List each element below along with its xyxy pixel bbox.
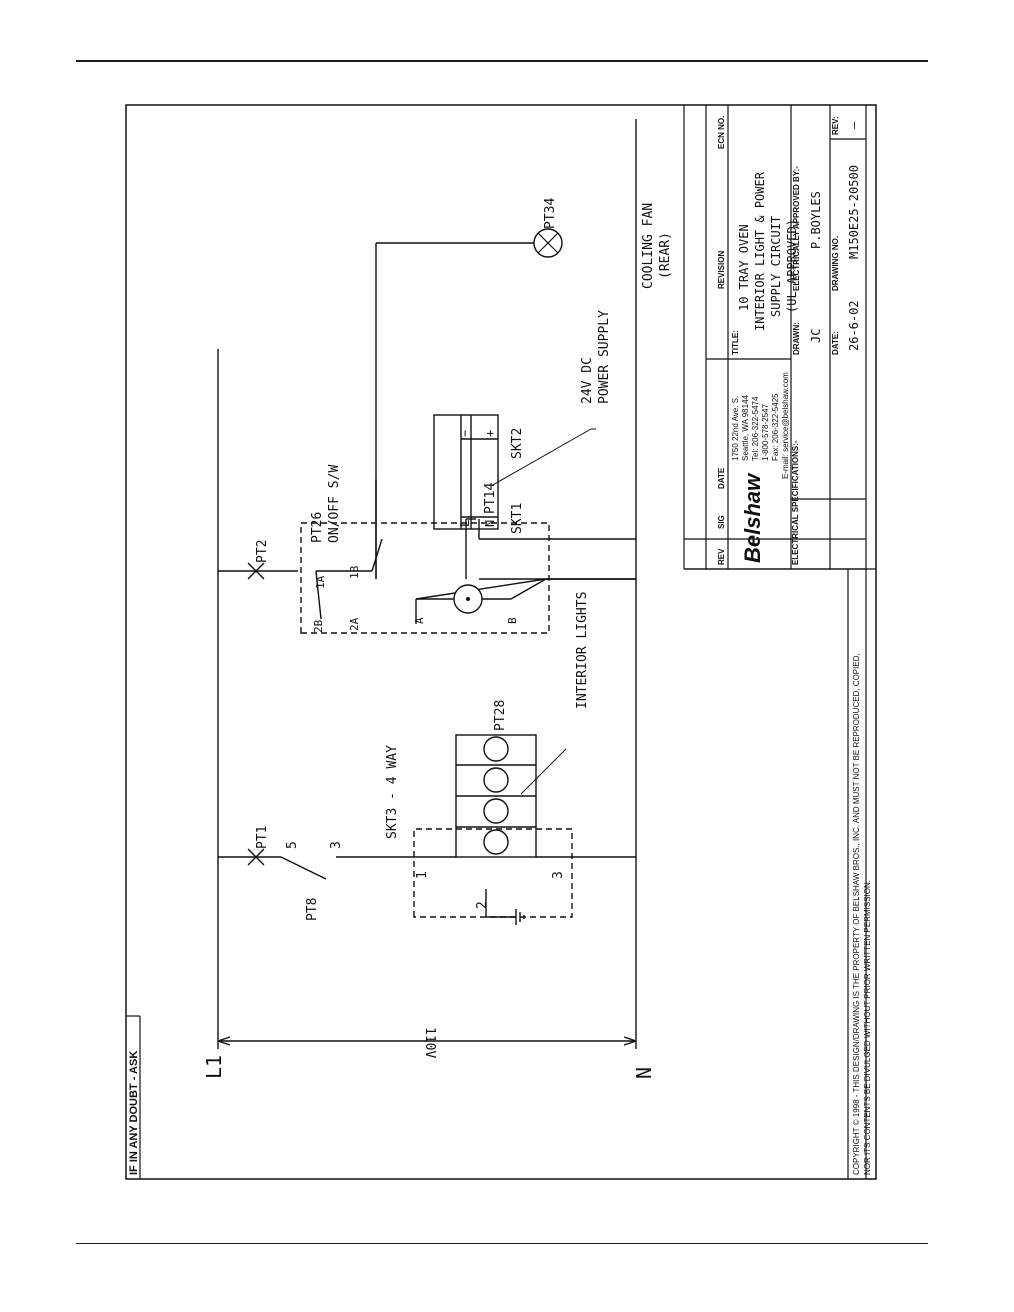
- label-interior-lights: INTERIOR LIGHTS: [575, 592, 590, 709]
- schematic-labels: L1 N 110V PT1 PT2 PT8 5 3 SKT3 - 4 WAY 1…: [202, 198, 673, 1079]
- lamp-1: [483, 829, 509, 855]
- label-pt2: PT2: [255, 540, 270, 563]
- label-sw-1b: 1B: [348, 565, 361, 579]
- label-pt8: PT8: [305, 898, 320, 921]
- approved-value: P.BOYLES: [809, 191, 823, 249]
- drawing-no-value: M150E25-20500: [847, 165, 861, 259]
- copyright-line-1: COPYRIGHT © 1998 - THIS DESIGN/DRAWING I…: [852, 653, 861, 1175]
- label-skt2: SKT2: [510, 428, 525, 459]
- header-date: DATE: [717, 467, 726, 489]
- label-title: TITLE:: [731, 330, 740, 355]
- address-line-1: 1750 22nd Ave. S.: [731, 396, 740, 461]
- label-pt1: PT1: [255, 826, 270, 849]
- title-block: REV SIG DATE REVISION ECN NO. ELECTRICAL…: [683, 105, 876, 1179]
- copyright-line-2: NOR ITS CONTENTS BE DIVULGED WITHOUT PRI…: [863, 880, 872, 1175]
- label-skt1: SKT1: [510, 503, 525, 534]
- label-psu-2: POWER SUPPLY: [597, 310, 612, 404]
- drawing-border: [125, 104, 877, 1180]
- label-skt3-3: 3: [551, 871, 566, 879]
- label-electrical-specs: ELECTRICAL SPECIFICATIONS:-: [791, 440, 800, 565]
- address-line-2: Seattle, WA 98144: [741, 394, 750, 461]
- label-motor-a: A: [413, 617, 426, 624]
- label-pt34: PT34: [543, 198, 558, 229]
- label-rev: REV:: [831, 116, 840, 135]
- label-psu-1: 24V DC: [580, 357, 595, 404]
- rev-value: —: [847, 121, 861, 129]
- label-l1: L1: [202, 1055, 226, 1079]
- label-skt3-2: 2: [475, 901, 490, 909]
- label-t3: 3: [329, 841, 344, 849]
- label-pt26: PT26: [310, 512, 325, 543]
- corner-note: IF IN ANY DOUBT - ASK: [128, 1051, 140, 1175]
- label-voltage: 110V: [422, 1027, 437, 1058]
- label-ps-minus: −: [458, 430, 472, 437]
- lamp-3: [483, 767, 509, 793]
- label-sw-1a: 1A: [314, 575, 327, 589]
- motor-center: [466, 597, 470, 601]
- label-pt28: PT28: [493, 700, 508, 731]
- interior-lamps: [483, 736, 509, 855]
- label-sw-2a: 2A: [348, 617, 361, 631]
- label-skt3-1: 1: [415, 871, 430, 879]
- label-date: DATE:: [831, 331, 840, 355]
- copyright-notice: COPYRIGHT © 1998 - THIS DESIGN/DRAWING I…: [852, 653, 872, 1175]
- label-t5: 5: [285, 841, 300, 849]
- date-value: 26-6-02: [847, 300, 861, 351]
- drawn-value: JC: [809, 329, 823, 343]
- label-fan-1: COOLING FAN: [641, 203, 656, 289]
- pt34-fan-indicator: [533, 228, 563, 258]
- label-pt26-desc: ON/OFF S/W: [327, 465, 342, 543]
- label-ps-plus: +: [483, 430, 497, 437]
- label-drawn: DRAWN:: [792, 322, 801, 355]
- top-rule: [76, 60, 928, 62]
- label-ps-l: L: [458, 520, 472, 527]
- title-line-3: SUPPLY CIRCUIT: [769, 216, 783, 317]
- label-skt3: SKT3 - 4 WAY: [385, 745, 400, 839]
- rotated-sheet: IF IN ANY DOUBT - ASK: [128, 105, 876, 1179]
- label-approved: ELECTRICALLY APPROVED BY:-: [792, 166, 801, 291]
- label-ps-n: N: [483, 520, 497, 527]
- bottom-rule: [76, 1243, 928, 1244]
- title-line-4: (UL APPROVED): [785, 219, 799, 313]
- header-sig: SIG: [717, 515, 726, 529]
- label-fan-2: (REAR): [658, 232, 673, 279]
- title-line-1: 10 TRAY OVEN: [737, 224, 751, 311]
- label-drawing-no: DRAWING NO.: [831, 236, 840, 291]
- label-motor-b: B: [506, 617, 519, 624]
- header-rev: REV: [717, 548, 726, 565]
- address-line-6: E-mail: service@belshaw.com: [781, 372, 790, 479]
- address-line-3: Tel: 206-322-5474: [751, 396, 760, 461]
- company-logo: Belshaw: [740, 472, 765, 563]
- lamp-2: [483, 798, 509, 824]
- address-line-5: Fax: 206-322-5425: [771, 393, 780, 461]
- header-ecn: ECN NO.: [717, 116, 726, 149]
- address-line-4: 1-800-578-2547: [761, 404, 770, 461]
- label-n: N: [632, 1067, 656, 1079]
- lamp-4: [483, 736, 509, 762]
- header-revision: REVISION: [717, 251, 726, 289]
- wiring: [217, 119, 637, 1049]
- label-sw-2b: 2B: [312, 619, 325, 633]
- label-pt14: PT14: [483, 483, 498, 514]
- title-line-2: INTERIOR LIGHT & POWER: [753, 171, 767, 331]
